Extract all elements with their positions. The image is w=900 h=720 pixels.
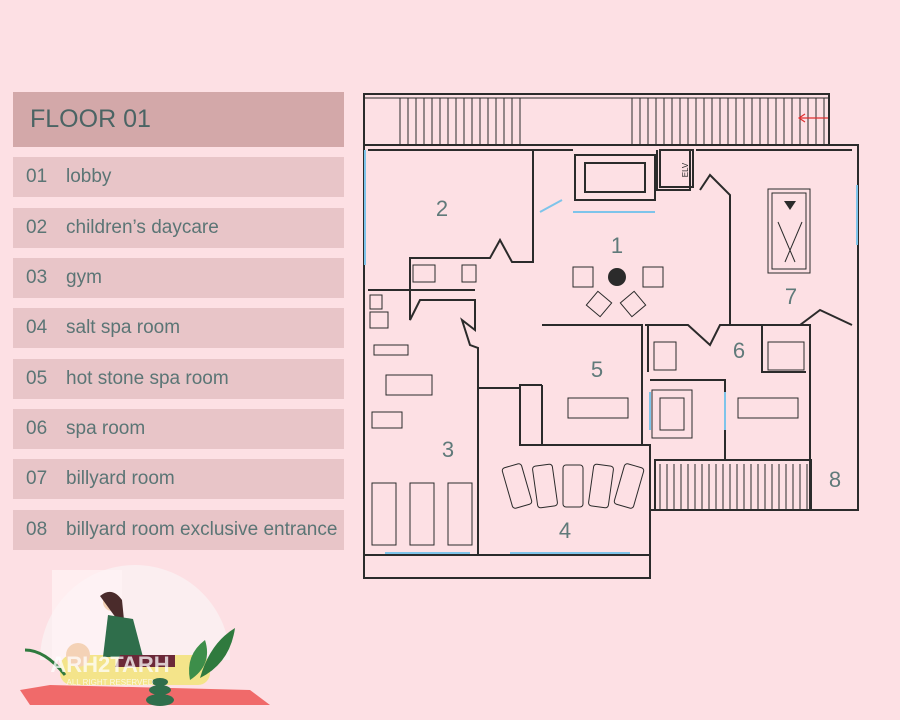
legend-item-number: 08	[26, 519, 48, 540]
legend-item-number: 06	[26, 418, 48, 439]
legend-item-number: 01	[26, 166, 48, 187]
stair-lift-block: ELV	[574, 149, 694, 201]
pedicure-chairs-icon	[501, 463, 645, 509]
entrance-arrow-icon-head	[797, 113, 806, 123]
room-number-7: 7	[785, 284, 797, 309]
legend-item: 05 hot stone spa room	[13, 359, 344, 399]
pedicure-chair	[562, 464, 584, 508]
legend-item: 02 children’s daycare	[13, 208, 344, 248]
legend-item-number: 04	[26, 317, 48, 338]
legend-item-name: salt spa room	[66, 317, 181, 338]
billiard-table-icon	[767, 188, 811, 274]
svg-text:ALL RIGHT RESERVED: ALL RIGHT RESERVED	[67, 678, 154, 687]
legend-item: 06 spa room	[13, 409, 344, 449]
legend-item-name: spa room	[66, 418, 146, 439]
gym-equipment-icon	[369, 264, 477, 546]
legend-item-name: hot stone spa room	[66, 368, 229, 389]
floor-title: FLOOR 01	[13, 92, 344, 147]
legend-item-name: billyard room exclusive entrance	[66, 519, 338, 540]
svg-text:ARH2TARH: ARH2TARH	[50, 652, 169, 677]
bottom-right-balcony	[654, 459, 812, 511]
lobby-seating-icon	[572, 266, 664, 318]
walls	[363, 144, 859, 579]
room-number-6: 6	[733, 338, 745, 363]
room-number-2: 2	[436, 196, 448, 221]
spa-massage-illustration: ARH2TARH ALL RIGHT RESERVED	[20, 565, 270, 706]
glazing	[364, 150, 858, 554]
legend-item-number: 03	[26, 267, 48, 288]
pedicure-chair	[613, 463, 645, 509]
legend-item-name: children’s daycare	[66, 217, 219, 238]
pedicure-chair	[501, 463, 533, 509]
room-numbers: 1 2 3 4 5 6 7 8	[436, 196, 841, 543]
legend-item: 01 lobby	[13, 157, 344, 197]
legend-item-number: 07	[26, 468, 48, 489]
pedicure-chair	[588, 463, 614, 509]
room-number-8: 8	[829, 467, 841, 492]
room-number-1: 1	[611, 233, 623, 258]
legend-item: 08 billyard room exclusive entrance	[13, 510, 344, 550]
room-number-5: 5	[591, 357, 603, 382]
legend-item-number: 02	[26, 217, 48, 238]
legend-item: 04 salt spa room	[13, 308, 344, 348]
legend-item: 07 billyard room	[13, 459, 344, 499]
legend-item-name: billyard room	[66, 468, 175, 489]
room-number-4: 4	[559, 518, 571, 543]
legend-item-name: gym	[66, 267, 102, 288]
top-balcony	[363, 93, 830, 146]
elevator-label: ELV	[681, 162, 690, 177]
legend-item: 03 gym	[13, 258, 344, 298]
room-number-3: 3	[442, 437, 454, 462]
pedicure-chair	[532, 463, 558, 509]
legend-item-name: lobby	[66, 166, 112, 187]
legend-item-number: 05	[26, 368, 48, 389]
spa-beds-icon	[567, 341, 805, 419]
